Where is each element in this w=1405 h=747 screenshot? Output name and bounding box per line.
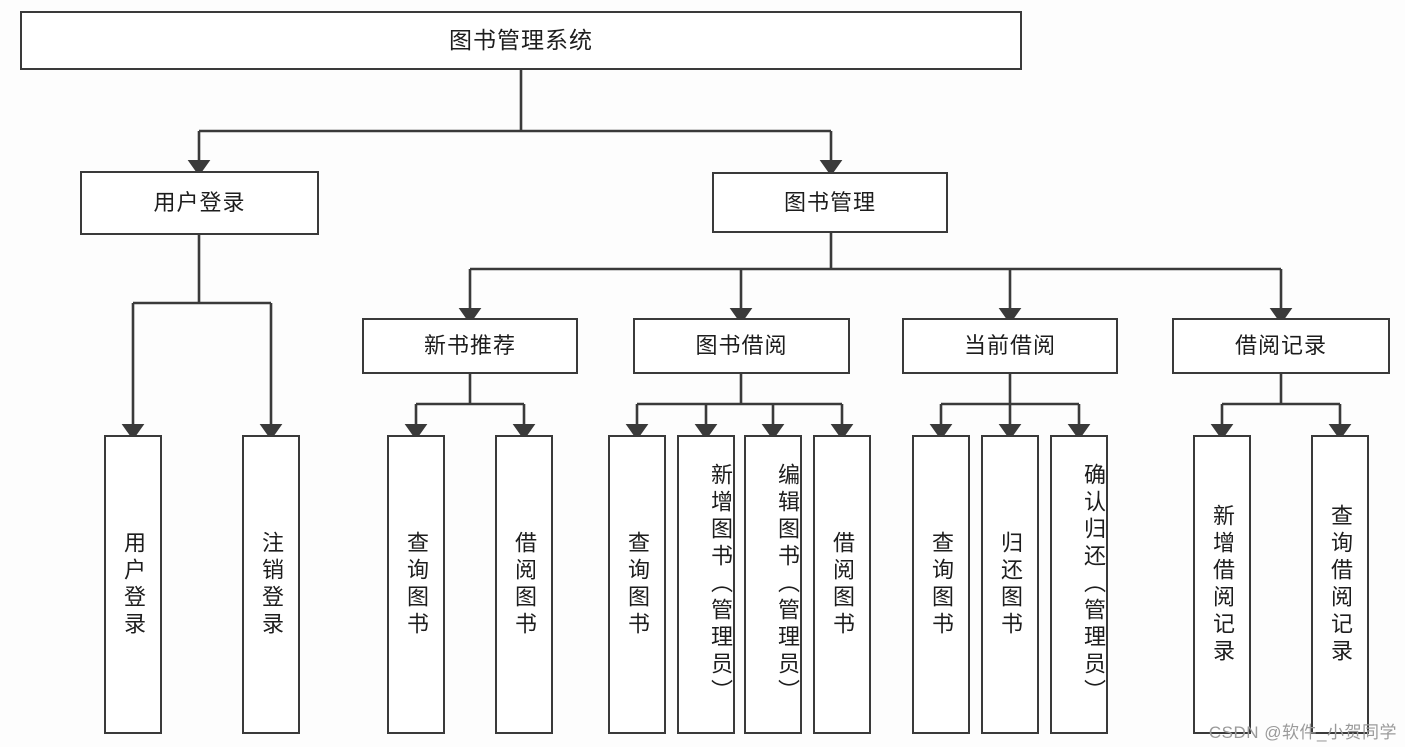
node-label: 编辑图书（管理员）	[775, 463, 800, 706]
leaf-query-book-borrow[interactable]: 查询图书	[608, 435, 666, 734]
node-label: 用户登录	[153, 190, 246, 216]
node-label: 查询图书	[624, 530, 650, 639]
watermark: CSDN @软件_小贺同学	[1208, 723, 1397, 742]
node-user-login[interactable]: 用户登录	[80, 171, 319, 235]
node-borrow-records[interactable]: 借阅记录	[1172, 318, 1390, 374]
node-label: 归还图书	[997, 530, 1023, 639]
leaf-edit-book-admin[interactable]: 编辑图书（管理员）	[744, 435, 802, 734]
leaf-query-book-recommend[interactable]: 查询图书	[387, 435, 445, 734]
leaf-add-book-admin[interactable]: 新增图书（管理员）	[677, 435, 735, 734]
leaf-confirm-return-admin[interactable]: 确认归还（管理员）	[1050, 435, 1108, 734]
node-label: 新增借阅记录	[1209, 503, 1235, 666]
leaf-borrow-book-recommend[interactable]: 借阅图书	[495, 435, 553, 734]
node-label: 图书管理	[783, 189, 876, 215]
leaf-return-book[interactable]: 归还图书	[981, 435, 1039, 734]
node-label: 借阅记录	[1234, 333, 1327, 359]
node-label: 借阅图书	[829, 530, 855, 639]
node-label: 借阅图书	[511, 530, 537, 639]
leaf-borrow-book[interactable]: 借阅图书	[813, 435, 871, 734]
leaf-add-borrow-record[interactable]: 新增借阅记录	[1193, 435, 1251, 734]
node-label: 查询图书	[403, 530, 429, 639]
node-current-borrow[interactable]: 当前借阅	[902, 318, 1118, 374]
node-label: 注销登录	[258, 530, 284, 639]
node-new-book-recommend[interactable]: 新书推荐	[362, 318, 578, 374]
node-book-management[interactable]: 图书管理	[712, 172, 948, 233]
node-label: 新书推荐	[423, 333, 516, 359]
node-root-book-management-system[interactable]: 图书管理系统	[20, 11, 1022, 70]
node-label: 查询借阅记录	[1327, 503, 1353, 666]
node-label: 查询图书	[928, 530, 954, 639]
leaf-query-book-current[interactable]: 查询图书	[912, 435, 970, 734]
node-label: 新增图书（管理员）	[708, 463, 733, 706]
node-label: 用户登录	[120, 530, 146, 639]
leaf-user-login[interactable]: 用户登录	[104, 435, 162, 734]
node-label: 图书管理系统	[449, 26, 593, 53]
leaf-logout-login[interactable]: 注销登录	[242, 435, 300, 734]
leaf-query-borrow-record[interactable]: 查询借阅记录	[1311, 435, 1369, 734]
node-label: 图书借阅	[695, 333, 788, 359]
node-label: 确认归还（管理员）	[1081, 463, 1106, 706]
node-book-borrow[interactable]: 图书借阅	[633, 318, 850, 374]
node-label: 当前借阅	[963, 333, 1056, 359]
